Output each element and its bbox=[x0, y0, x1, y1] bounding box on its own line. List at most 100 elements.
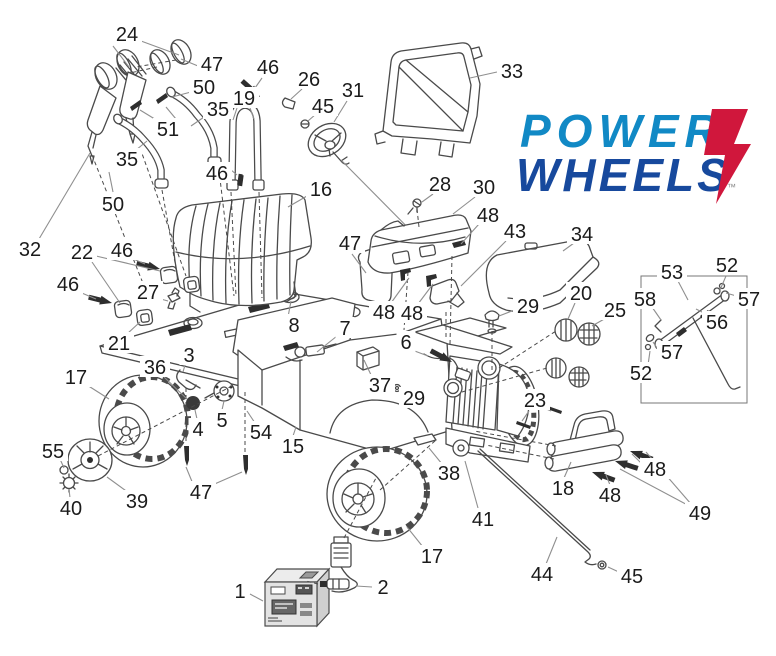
bumper bbox=[544, 410, 624, 472]
callout-bg-54 bbox=[246, 421, 276, 442]
part-callout-58: 58 bbox=[634, 289, 656, 311]
leader-line-44 bbox=[545, 536, 558, 565]
callout-bg-17 bbox=[61, 366, 91, 387]
part-callout-7: 7 bbox=[339, 318, 350, 340]
part-callout-47: 47 bbox=[339, 233, 361, 255]
leader-line-30 bbox=[452, 196, 476, 215]
leader-line-53 bbox=[677, 280, 689, 301]
callout-bg-47 bbox=[197, 53, 227, 74]
part-callout-1: 1 bbox=[234, 581, 245, 603]
gearbox bbox=[452, 439, 470, 457]
part-callout-15: 15 bbox=[282, 436, 304, 458]
part-callout-49: 49 bbox=[689, 503, 711, 525]
mounting-grommets bbox=[113, 265, 201, 327]
leader-line-48 bbox=[390, 277, 410, 304]
part-callout-35: 35 bbox=[207, 99, 229, 121]
windshield-frame bbox=[374, 42, 483, 158]
leader-line-3 bbox=[182, 364, 186, 373]
callout-bg-16 bbox=[306, 178, 336, 199]
part-callout-19: 19 bbox=[233, 88, 255, 110]
bushing bbox=[186, 396, 200, 410]
callout-bg-47 bbox=[186, 481, 216, 502]
callout-bg-18 bbox=[548, 477, 578, 498]
leader-line-41 bbox=[464, 460, 479, 509]
part-callout-29: 29 bbox=[517, 296, 539, 318]
hubcap bbox=[67, 438, 113, 482]
part-callout-27: 27 bbox=[137, 282, 159, 304]
callout-bg-48 bbox=[640, 458, 670, 479]
leader-line-49 bbox=[619, 468, 696, 510]
part-callout-22: 22 bbox=[71, 242, 93, 264]
part-callout-34: 34 bbox=[571, 224, 593, 246]
handle-tubes bbox=[113, 86, 222, 189]
leader-line-32 bbox=[38, 152, 91, 240]
callout-bg-45 bbox=[617, 565, 647, 586]
callout-bg-37 bbox=[365, 374, 395, 395]
callout-bg-25 bbox=[600, 299, 630, 320]
part-callout-39: 39 bbox=[126, 491, 148, 513]
part-callout-43: 43 bbox=[504, 221, 526, 243]
callout-bg-17 bbox=[417, 545, 447, 566]
callout-bg-8 bbox=[284, 314, 304, 335]
leader-line-28 bbox=[421, 193, 434, 203]
callout-bg-35 bbox=[203, 98, 233, 119]
part-callout-50: 50 bbox=[102, 194, 124, 216]
dash-screw bbox=[407, 198, 422, 215]
alignment-dashes bbox=[91, 59, 557, 539]
leader-line-4 bbox=[194, 409, 198, 420]
callout-bg-22 bbox=[67, 241, 97, 262]
leader-line-19 bbox=[249, 107, 255, 120]
callout-bg-41 bbox=[468, 508, 498, 529]
part-callout-56: 56 bbox=[706, 312, 728, 334]
callout-bg-31 bbox=[338, 79, 368, 100]
callout-bg-28 bbox=[425, 173, 455, 194]
logo-lightning-bolt-icon bbox=[704, 109, 751, 204]
callout-bg-51 bbox=[153, 118, 183, 139]
callout-bg-5 bbox=[212, 409, 232, 430]
leader-line-58 bbox=[651, 306, 662, 321]
part-callout-26: 26 bbox=[298, 69, 320, 91]
part-callout-23: 23 bbox=[524, 390, 546, 412]
callout-bg-43 bbox=[500, 220, 530, 241]
part-callout-4: 4 bbox=[192, 419, 203, 441]
part-callout-24: 24 bbox=[116, 24, 138, 46]
leader-line-1 bbox=[249, 593, 264, 602]
callout-bg-29 bbox=[399, 387, 429, 408]
brake-assembly bbox=[283, 342, 337, 362]
logo-power: POWER bbox=[520, 105, 724, 157]
part-callout-57: 57 bbox=[661, 342, 683, 364]
callout-bg-48 bbox=[595, 484, 625, 505]
dashboard bbox=[367, 214, 472, 274]
callout-bg-26 bbox=[294, 68, 324, 89]
part-callout-33: 33 bbox=[501, 61, 523, 83]
callout-bg-1 bbox=[230, 580, 250, 601]
part-callout-48: 48 bbox=[401, 303, 423, 325]
callout-bg-48 bbox=[397, 302, 427, 323]
part-callout-47: 47 bbox=[201, 54, 223, 76]
gearshift-lever-assembly bbox=[86, 39, 192, 165]
leader-line-26 bbox=[290, 88, 303, 100]
callout-bg-57 bbox=[657, 341, 687, 362]
part-callout-28: 28 bbox=[429, 174, 451, 196]
part-callout-52: 52 bbox=[716, 255, 738, 277]
callout-bg-40 bbox=[56, 497, 86, 518]
part-callout-46: 46 bbox=[57, 274, 79, 296]
wheel-front-left bbox=[98, 374, 191, 468]
part-callout-3: 3 bbox=[183, 345, 194, 367]
callout-bg-4 bbox=[188, 418, 208, 439]
callout-bg-46 bbox=[107, 239, 137, 260]
callout-bg-46 bbox=[253, 56, 283, 77]
logo: POWER WHEELS ™ bbox=[516, 105, 751, 204]
battery bbox=[263, 567, 331, 628]
part-callout-6: 6 bbox=[400, 332, 411, 354]
dash-clip bbox=[400, 268, 411, 281]
leader-line-36 bbox=[162, 375, 188, 400]
steering-knuckle bbox=[176, 369, 201, 391]
leader-line-46 bbox=[254, 77, 263, 89]
column-clamp bbox=[281, 97, 296, 110]
logo-wheels: WHEELS bbox=[516, 149, 731, 201]
charger-cable bbox=[305, 536, 358, 593]
part-callout-44: 44 bbox=[531, 564, 553, 586]
